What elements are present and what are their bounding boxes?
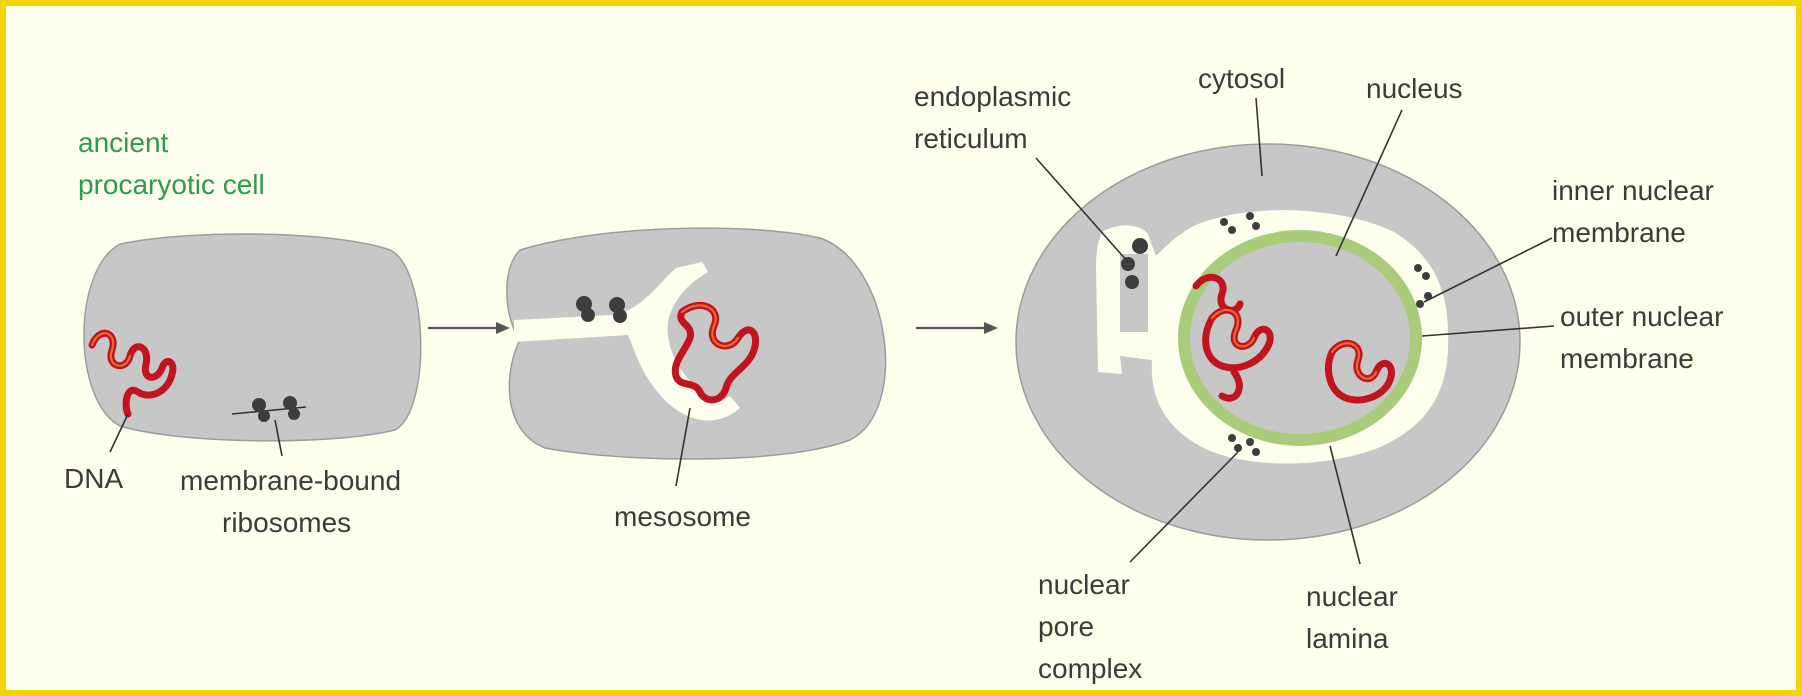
arrow-1 — [428, 322, 510, 334]
label-lamina-line2: lamina — [1306, 623, 1389, 654]
label-nucleus: nucleus — [1366, 73, 1463, 104]
label-pore-line2: pore — [1038, 611, 1094, 642]
label-ancient-line1: ancient — [78, 127, 169, 158]
label-ribosomes-line1: membrane-bound — [180, 465, 401, 496]
label-pore-line3: complex — [1038, 653, 1142, 684]
mesosome-cell-body — [507, 228, 886, 459]
label-inner-line1: inner nuclear — [1552, 175, 1714, 206]
label-mesosome: mesosome — [614, 501, 751, 532]
mesosome-cell — [507, 228, 886, 459]
cell-evolution-diagram: ancient procaryotic cell DNA membrane-bo… — [6, 6, 1796, 690]
label-cytosol: cytosol — [1198, 63, 1285, 94]
nucleus-body — [1190, 242, 1410, 434]
label-ancient-line2: procaryotic cell — [78, 169, 265, 200]
label-er-line2: reticulum — [914, 123, 1028, 154]
label-er-line1: endoplasmic — [914, 81, 1071, 112]
label-pore-line1: nuclear — [1038, 569, 1130, 600]
label-outer-line2: membrane — [1560, 343, 1694, 374]
label-ribosomes-line2: ribosomes — [222, 507, 351, 538]
label-outer-line1: outer nuclear — [1560, 301, 1723, 332]
label-lamina-line1: nuclear — [1306, 581, 1398, 612]
procaryotic-cell-body — [84, 234, 421, 441]
eucaryotic-cell — [1016, 144, 1520, 540]
label-inner-line2: membrane — [1552, 217, 1686, 248]
procaryotic-cell — [84, 234, 421, 441]
label-dna: DNA — [64, 463, 123, 494]
arrow-2 — [916, 322, 998, 334]
